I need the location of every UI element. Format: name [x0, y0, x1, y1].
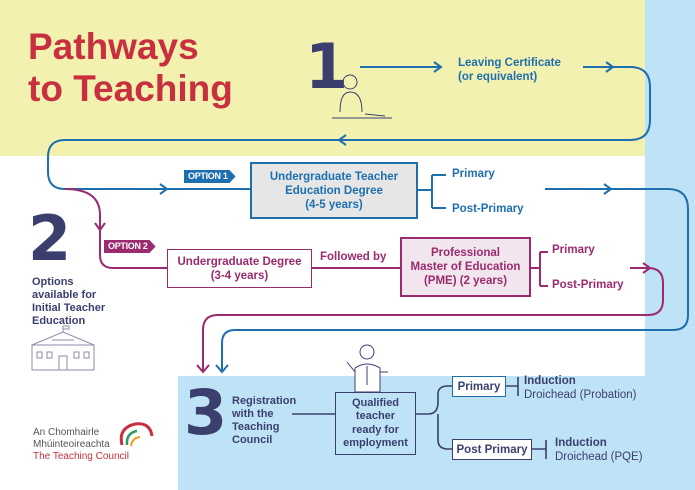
box-line: ready for — [351, 423, 400, 436]
step-3-number: 3 — [184, 376, 228, 449]
box-line: (4-5 years) — [305, 198, 363, 211]
blue-flow-line — [47, 66, 651, 190]
option-1-primary: Primary — [452, 168, 495, 180]
undergraduate-degree-box: Undergraduate Degree(3-4 years) — [167, 249, 312, 288]
step-3-post-primary-box: Post Primary — [452, 439, 532, 460]
blue-flow-line-lower — [221, 174, 689, 372]
followed-by-label: Followed by — [320, 251, 387, 263]
box-line: Professional — [430, 247, 501, 259]
option-2-tag: OPTION 2 — [104, 240, 156, 253]
leaving-certificate-line-1: Leaving Certificate — [458, 57, 561, 69]
option-2-post-primary: Post-Primary — [552, 279, 624, 291]
blue-arrowheads — [159, 61, 615, 195]
step-2-label-line: Options — [32, 276, 74, 288]
logo-line-2: Mhúinteoireachta — [33, 439, 110, 450]
title-line-1: Pathways — [28, 26, 199, 67]
step-1-number: 1 — [305, 30, 349, 103]
logo-line-3: The Teaching Council — [33, 451, 129, 462]
blue-arrowheads-lower — [215, 183, 613, 374]
step-3-branch-lines — [292, 377, 547, 459]
teaching-council-logo-icon — [119, 422, 154, 447]
induction-detail: Droichead (PQE) — [555, 451, 643, 463]
box-line: Education Degree — [285, 184, 383, 197]
box-line: Undergraduate Teacher — [269, 170, 399, 183]
magenta-flow-line — [64, 188, 664, 372]
school-building-icon — [31, 325, 95, 371]
teacher-illustration — [346, 344, 388, 393]
box-line: (3-4 years) — [210, 269, 269, 282]
induction-label: Induction — [524, 375, 576, 387]
magenta-arrowheads — [94, 222, 652, 374]
logo-line-1: An Chomhairle — [33, 427, 100, 438]
leaving-certificate-line-2: (or equivalent) — [458, 71, 538, 83]
box-line: Undergraduate Degree — [177, 255, 302, 268]
box-line: (PME) (2 years) — [423, 275, 508, 287]
option-2-primary: Primary — [552, 244, 595, 256]
induction-detail: Droichead (Probation) — [524, 389, 637, 401]
box-line: employment — [343, 437, 408, 449]
option-1-tag: OPTION 1 — [184, 170, 236, 183]
box-line: Qualified — [351, 396, 400, 409]
step-2-label-line: Initial Teacher — [32, 302, 106, 314]
box-line: Master of Education — [410, 261, 521, 273]
step-3-label-line: with the — [232, 408, 274, 420]
step-3-label-line: Registration — [232, 395, 297, 407]
step-3-label-line: Council — [232, 434, 273, 446]
step-3-primary-box: Primary — [452, 376, 506, 397]
step-2-label-line: Education — [32, 315, 86, 327]
step-3-label-line: Teaching — [232, 421, 280, 433]
title-line-2: to Teaching — [28, 68, 233, 109]
step-2-number: 2 — [28, 202, 72, 275]
blue-background-bottom — [178, 376, 695, 490]
box-line: teacher — [355, 410, 396, 422]
option-1-post-primary: Post-Primary — [452, 203, 524, 215]
induction-label: Induction — [555, 437, 607, 449]
step-2-label-line: available for — [32, 289, 97, 301]
student-illustration — [332, 74, 392, 119]
yellow-background — [0, 0, 645, 156]
leaving-certificate-label: Leaving Certificate (or equivalent) — [458, 56, 561, 84]
